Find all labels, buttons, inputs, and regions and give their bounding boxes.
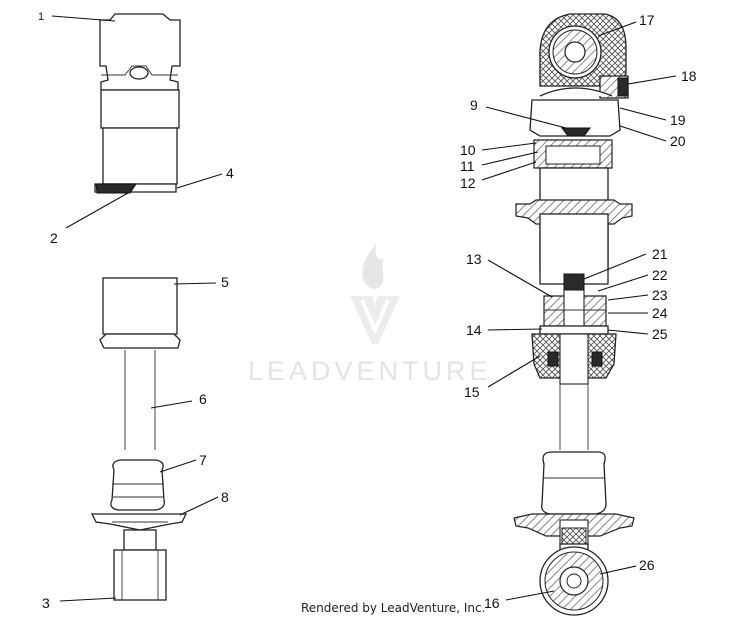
callout-11: 11 — [460, 158, 475, 174]
render-credit: Rendered by LeadVenture, Inc. — [301, 601, 485, 615]
callout-12: 12 — [460, 175, 476, 191]
callout-4: 4 — [226, 165, 234, 181]
callout-14: 14 — [466, 322, 482, 338]
callout-15: 15 — [464, 384, 480, 400]
watermark-brand: LEADVENTURE — [248, 356, 492, 386]
callout-18: 18 — [681, 68, 697, 84]
callout-3: 3 — [42, 595, 50, 611]
callout-9: 9 — [470, 97, 478, 113]
callout-10: 10 — [460, 142, 476, 158]
leader-lines — [51, 15, 677, 602]
callout-23: 23 — [652, 287, 668, 303]
callout-1: 1 — [38, 11, 44, 23]
callout-2: 2 — [50, 230, 58, 246]
callout-6: 6 — [199, 391, 207, 407]
callout-8: 8 — [221, 489, 229, 505]
watermark: LEADVENTURE — [248, 243, 492, 386]
callout-13: 13 — [466, 251, 482, 267]
callout-22: 22 — [652, 267, 668, 283]
callout-21: 21 — [652, 246, 668, 262]
callout-17: 17 — [639, 12, 655, 28]
callout-26: 26 — [639, 557, 655, 573]
callout-5: 5 — [221, 274, 229, 290]
flame-v-logo-icon — [350, 243, 400, 344]
callout-19: 19 — [670, 112, 686, 128]
callout-labels: 1 2 3 4 5 6 7 8 9 10 11 12 13 14 15 16 1… — [38, 11, 697, 611]
callout-7: 7 — [199, 452, 207, 468]
callout-20: 20 — [670, 133, 686, 149]
callout-24: 24 — [652, 305, 668, 321]
callout-25: 25 — [652, 326, 668, 342]
callout-16: 16 — [484, 595, 500, 611]
right-assembly — [513, 13, 635, 616]
left-assembly — [90, 13, 188, 601]
